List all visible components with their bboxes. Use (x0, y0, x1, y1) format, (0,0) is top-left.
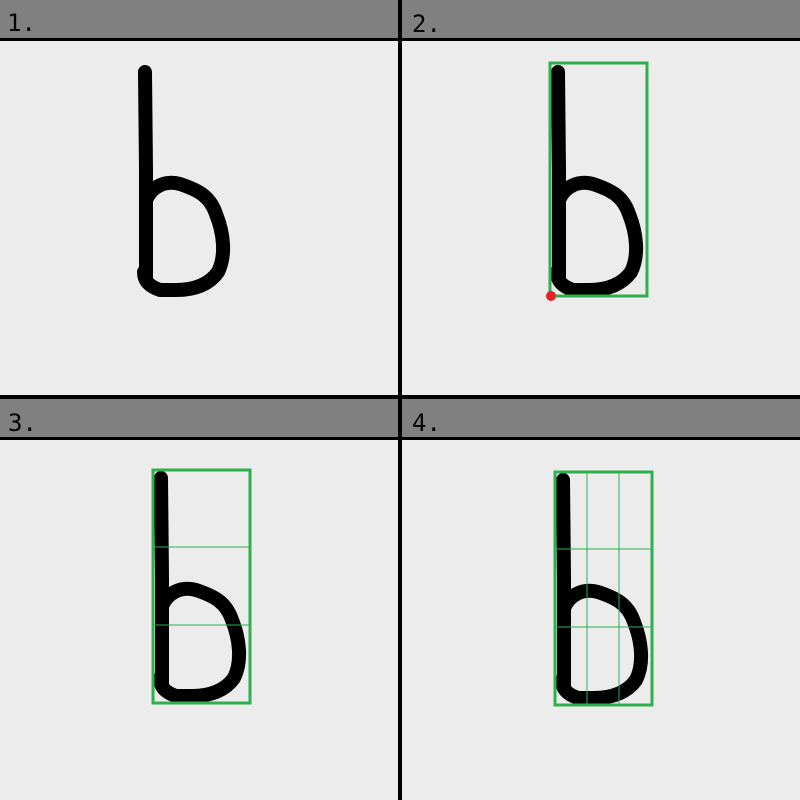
panel-3-background (0, 440, 400, 800)
panel-2-letter-b-stroke (550, 65, 643, 297)
panel-1-label: 1. (7, 9, 36, 37)
panel-1-letter-b-stroke (137, 65, 230, 297)
panel-2-background (400, 40, 800, 397)
panel-3-header (0, 398, 400, 439)
panel-3-label: 3. (8, 409, 37, 437)
panel-2-label: 2. (412, 10, 441, 38)
panel-4-label: 4. (412, 409, 441, 437)
panel-2-bounding-box (548, 61, 649, 298)
panel-4-header (400, 398, 800, 439)
panel-3-letter-b-stroke (153, 471, 246, 703)
panel-4-background (400, 440, 800, 800)
vertical-divider (398, 0, 402, 800)
panel-4-bounding-box (553, 470, 654, 707)
panel-2-header (400, 0, 800, 39)
panel-1-background (0, 40, 400, 397)
panel-4-letter-b-stroke (555, 473, 648, 705)
panel-3-bounding-box (151, 468, 252, 705)
panel-1-header (0, 0, 400, 39)
panel-2-origin-point (546, 291, 556, 301)
